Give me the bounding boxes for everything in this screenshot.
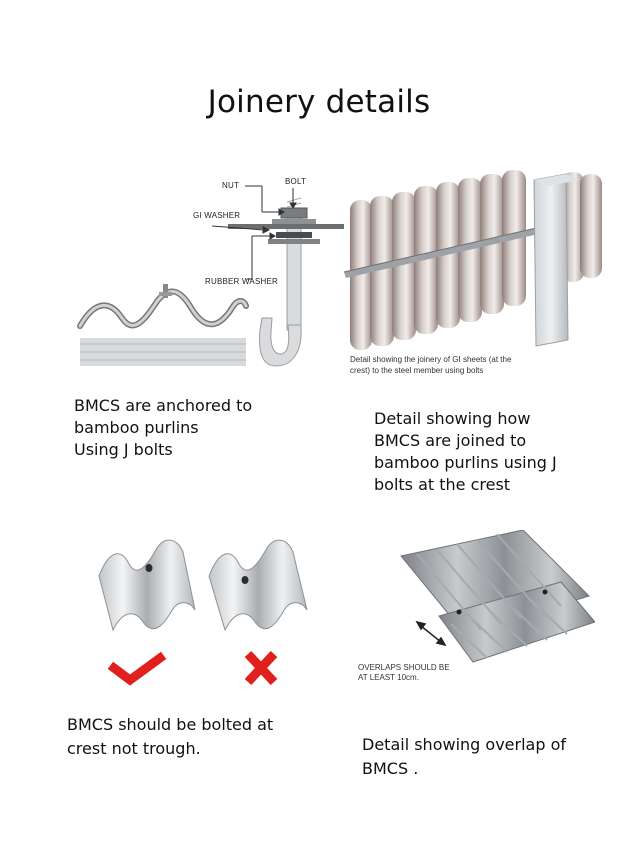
gi-sheet-inset-caption: Detail showing the joinery of GI sheets …	[350, 355, 512, 375]
caption-crest-joinery: Detail showing how BMCS are joined to ba…	[374, 409, 557, 494]
gi-washer-label: GI WASHER	[193, 211, 241, 220]
bolt-label: BOLT	[285, 177, 307, 186]
page-title: Joinery details	[207, 84, 431, 120]
overlap-sheet-drawing	[400, 530, 595, 663]
check-mark-icon	[108, 651, 167, 686]
nut-label: NUT	[222, 181, 240, 190]
x-mark-icon	[244, 650, 278, 686]
rubber-washer-label: RUBBER WASHER	[205, 277, 278, 286]
caption-crest-not-trough: BMCS should be bolted at crest not troug…	[67, 715, 274, 758]
sheet-samples-drawing	[98, 539, 308, 632]
overlap-label: OVERLAPS SHOULD BE AT LEAST 10cm.	[358, 663, 450, 682]
caption-overlap: Detail showing overlap of BMCS .	[362, 735, 566, 778]
caption-j-bolt-anchoring: BMCS are anchored to bamboo purlins Usin…	[74, 396, 253, 459]
j-bolt-drawing	[77, 185, 346, 367]
gi-sheet-drawing	[344, 160, 604, 370]
